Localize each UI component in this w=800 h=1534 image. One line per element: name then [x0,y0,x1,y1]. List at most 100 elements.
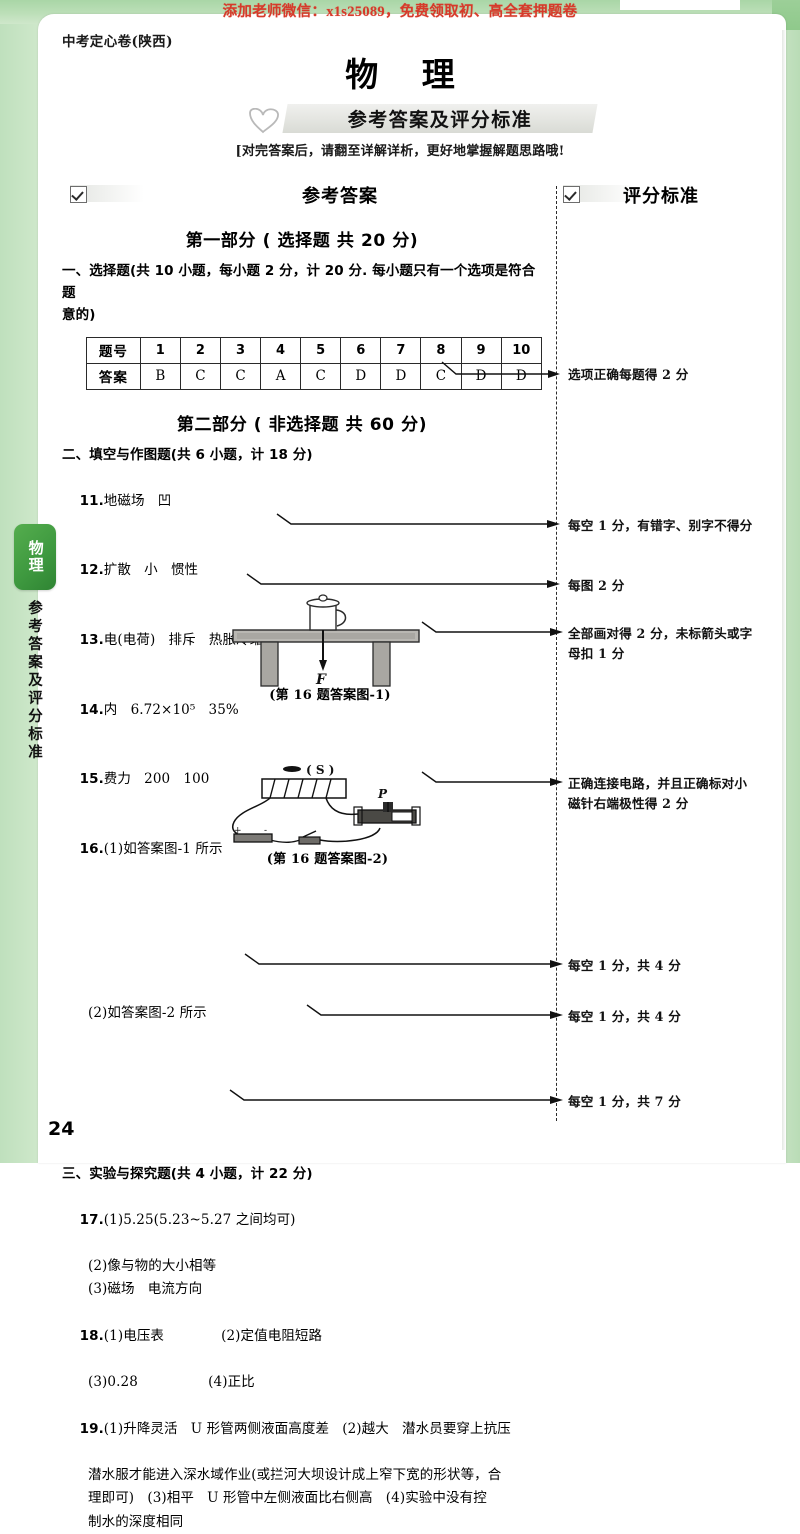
answer-item-15-number: 15. [79,771,104,788]
answer-item-12: 12.扩散 小 惯性 [62,536,542,606]
figure-16-1: F [215,592,445,688]
answer-item-17-line1: (1)5.25(5.23~5.27 之间均可) [103,1211,296,1228]
paper-edge-shadow [782,30,786,1150]
right-header-highlight [563,185,637,202]
svg-text:-: - [264,826,267,836]
score-note-circuit: 正确连接电路，并且正确标对小 磁针右端极性得 2 分 [568,776,748,811]
checkbox-checked-icon [563,186,580,203]
score-note-blank-q17: 每空 1 分，共 4 分 [568,958,682,973]
force-label: F [315,672,327,688]
answer-item-19-number: 19. [79,1420,104,1437]
answer-item-17-line3: (3)磁场 电流方向 [88,1281,203,1298]
answer-item-19-line3: 理即可) (3)相平 U 形管中左侧液面比右侧高 (4)实验中没有控 [88,1490,487,1507]
score-note-draw-all: 全部画对得 2 分，未标箭头或字 母扣 1 分 [568,626,753,661]
answer-item-14-text: 内 6.72×10⁵ 35% [103,701,239,718]
answer-item-16-text: (1)如答案图-1 所示 [103,840,223,857]
heart-icon [246,107,286,134]
q-number-cell: 5 [300,336,342,364]
connector-circuit [420,770,568,792]
q-number-cell: 2 [179,336,221,364]
answer-item-19-line2: 潜水服才能进入深水域作业(或拦河大坝设计成上窄下宽的形状等，合 [88,1467,502,1484]
score-note-figure: 每图 2 分 [568,578,625,593]
answer-item-17: 17.(1)5.25(5.23~5.27 之间均可) [62,1185,542,1255]
right-column-title: 评分标准 [623,185,699,207]
answer-item-11: 11.地磁场 凹 [62,466,542,536]
figure-16-2: ( S ) + - P [200,760,460,850]
sidebar-subject-label: 物理 [26,540,45,574]
part-three-section-heading: 三、实验与探究题(共 4 小题，计 22 分) [62,1165,313,1182]
answer-item-14-number: 14. [79,701,104,718]
answer-item-16-number: 16. [79,840,104,857]
top-notch [620,0,740,10]
answer-item-17-line2: (2)像与物的大小相等 [88,1258,217,1275]
connector-figure [245,572,565,594]
answer-cell: D [380,362,422,390]
answers-column: 第一部分 ( 选择题 共 20 分) 一、选择题(共 10 小题，每小题 2 分… [62,214,543,1534]
part-one-section-heading-line1: 一、选择题(共 10 小题，每小题 2 分，计 20 分. 每小题只有一个选项是… [62,263,536,301]
column-divider [556,186,557,1121]
svg-text:+: + [234,826,242,836]
answer-item-19-line1: (1)升降灵活 U 形管两侧液面高度差 (2)越大 潜水员要穿上抗压 [103,1420,511,1437]
answer-item-11-number: 11. [79,492,104,509]
part-one-title: 第一部分 ( 选择题 共 20 分) [185,231,419,251]
page-number: 24 [48,1118,75,1140]
answer-item-17-number: 17. [79,1211,104,1228]
answer-cell: A [260,362,302,390]
paper-sheet [38,14,786,1163]
answer-cell: D [340,362,382,390]
connector-blank-q19 [228,1088,568,1110]
left-column-title: 参考答案 [302,185,378,207]
connector-blank-1 [275,512,565,534]
answer-banner-label: 参考答案及评分标准 [347,109,533,131]
choice-answer-table: 题号 1 2 3 4 5 6 7 8 9 10 答案 B C C A C D D… [86,336,543,390]
sidebar-vertical-label: 参考答案及评分标准 [26,600,42,762]
answer-cell: C [420,362,462,390]
q-number-cell: 4 [260,336,302,364]
subject-title: 物 理 [345,55,471,94]
score-note-choice: 选项正确每题得 2 分 [568,367,689,382]
score-note-blank-1: 每空 1 分，有错字、别字不得分 [568,518,753,533]
table-row-answers: 答案 B C C A C D D C D D [86,362,543,390]
sidebar-subject-tab[interactable]: 物理 [14,524,56,590]
answer-item-12-text: 扩散 小 惯性 [103,562,199,579]
answer-item-11-text: 地磁场 凹 [103,492,172,509]
connector-blank-q17 [243,952,568,974]
q-number-cell: 1 [139,336,181,364]
answer-item-19: 19.(1)升降灵活 U 形管两侧液面高度差 (2)越大 潜水员要穿上抗压 [62,1394,542,1464]
answer-cell: C [179,362,221,390]
rheostat-point-label: P [377,787,388,801]
switch-label: ( S ) [306,763,334,777]
q-number-cell: 3 [219,336,262,364]
row-label-number: 题号 [86,336,141,364]
promo-banner-text: 添加老师微信：x1s25089，免费领取初、高全套押题卷 [222,3,578,20]
checkbox-checked-icon [70,186,87,203]
connector-draw-all [420,620,568,642]
answer-item-18-line2: (3)0.28 (4)正比 [88,1374,255,1391]
figure-16-2-caption: (第 16 题答案图-2) [266,852,389,867]
score-note-blank-q18: 每空 1 分，共 4 分 [568,1009,682,1024]
answer-cell: D [500,362,543,390]
answer-item-18-line1: (1)电压表 (2)定值电阻短路 [103,1327,323,1344]
q-number-cell: 7 [380,336,422,364]
connector-choice [440,360,565,384]
answer-item-18-number: 18. [79,1327,104,1344]
answer-item-16: 16.(1)如答案图-1 所示 [62,815,542,885]
connector-blank-q18 [305,1003,568,1025]
table-row-numbers: 题号 1 2 3 4 5 6 7 8 9 10 [86,336,543,364]
book-title: 中考定心卷(陕西) [62,34,173,50]
answer-item-19-line4: 制水的深度相同 [88,1513,184,1530]
score-note-blank-q19: 每空 1 分，共 7 分 [568,1094,682,1109]
part-two-title: 第二部分 ( 非选择题 共 60 分) [176,414,428,435]
right-column-header: 评分标准 [563,185,698,207]
reading-tip: [对完答案后，请翻至详解详析，更好地掌握解题思路哦! [235,144,565,159]
answer-item-13-number: 13. [79,631,104,648]
answer-item-16-part2: (2)如答案图-2 所示 [88,1005,207,1022]
promo-banner: 添加老师微信：x1s25089，免费领取初、高全套押题卷 [0,0,800,20]
answer-item-15-text: 费力 200 100 [103,771,210,788]
left-header-highlight [70,185,144,202]
answer-item-15: 15.费力 200 100 [62,745,542,815]
answer-item-12-number: 12. [79,562,104,579]
row-label-answer: 答案 [86,362,141,390]
answer-cell: D [460,362,502,390]
answer-cell: B [139,362,181,390]
